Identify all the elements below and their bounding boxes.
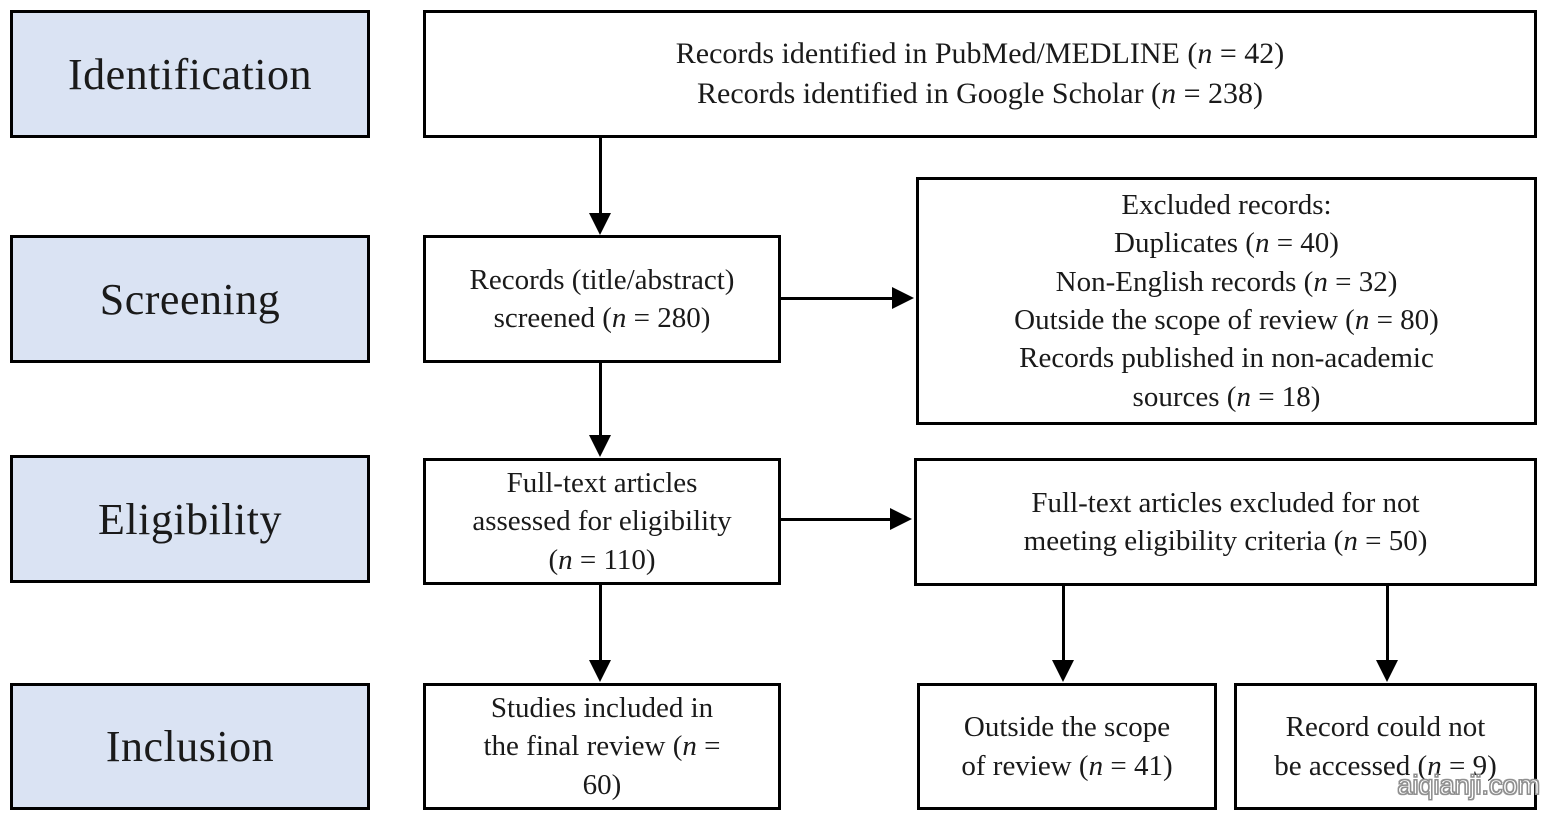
- stage-inclusion-label: Inclusion: [105, 722, 275, 771]
- arrow-line: [1386, 586, 1389, 661]
- box-studies-included: Studies included in the final review (n …: [423, 683, 781, 810]
- stage-screening: Screening: [10, 235, 370, 363]
- stage-screening-label: Screening: [99, 274, 281, 324]
- arrow-line: [599, 138, 602, 214]
- box-records-screened-text: Records (title/abstract) screened (n = 2…: [469, 263, 735, 334]
- stage-inclusion: Inclusion: [10, 683, 370, 810]
- box-excluded-records-text: Excluded records: Duplicates (n = 40) No…: [1014, 189, 1439, 413]
- box-fulltext-assessed-text: Full-text articles assessed for eligibil…: [472, 467, 732, 576]
- stage-eligibility: Eligibility: [10, 455, 370, 583]
- box-studies-included-text: Studies included in the final review (n …: [483, 692, 721, 801]
- box-record-not-accessed-text: Record could not be accessed (n = 9): [1274, 711, 1497, 782]
- box-records-screened: Records (title/abstract) screened (n = 2…: [423, 235, 781, 363]
- stage-eligibility-label: Eligibility: [98, 494, 282, 544]
- arrow-down-head-icon: [589, 213, 611, 235]
- box-excluded-records: Excluded records: Duplicates (n = 40) No…: [916, 177, 1537, 425]
- box-outside-scope-text: Outside the scope of review (n = 41): [961, 711, 1173, 782]
- arrow-line: [781, 297, 894, 300]
- box-records-identified: Records identified in PubMed/MEDLINE (n …: [423, 10, 1537, 138]
- box-fulltext-excluded: Full-text articles excluded for not meet…: [914, 458, 1537, 586]
- box-records-identified-text: Records identified in PubMed/MEDLINE (n …: [675, 37, 1285, 110]
- arrow-right-head-icon: [890, 508, 912, 530]
- arrow-down-head-icon: [1052, 660, 1074, 682]
- box-outside-scope: Outside the scope of review (n = 41): [917, 683, 1217, 810]
- arrow-down-head-icon: [589, 435, 611, 457]
- arrow-line: [1062, 586, 1065, 661]
- arrow-down-head-icon: [1376, 660, 1398, 682]
- stage-identification-label: Identification: [67, 49, 312, 99]
- arrow-line: [599, 363, 602, 436]
- arrow-right-head-icon: [892, 287, 914, 309]
- arrow-down-head-icon: [589, 660, 611, 682]
- box-fulltext-excluded-text: Full-text articles excluded for not meet…: [1023, 486, 1428, 557]
- arrow-line: [599, 585, 602, 661]
- box-fulltext-assessed: Full-text articles assessed for eligibil…: [423, 458, 781, 585]
- arrow-line: [781, 518, 892, 521]
- watermark: aiqianji.com: [1397, 770, 1541, 801]
- box-record-not-accessed: Record could not be accessed (n = 9): [1234, 683, 1537, 810]
- stage-identification: Identification: [10, 10, 370, 138]
